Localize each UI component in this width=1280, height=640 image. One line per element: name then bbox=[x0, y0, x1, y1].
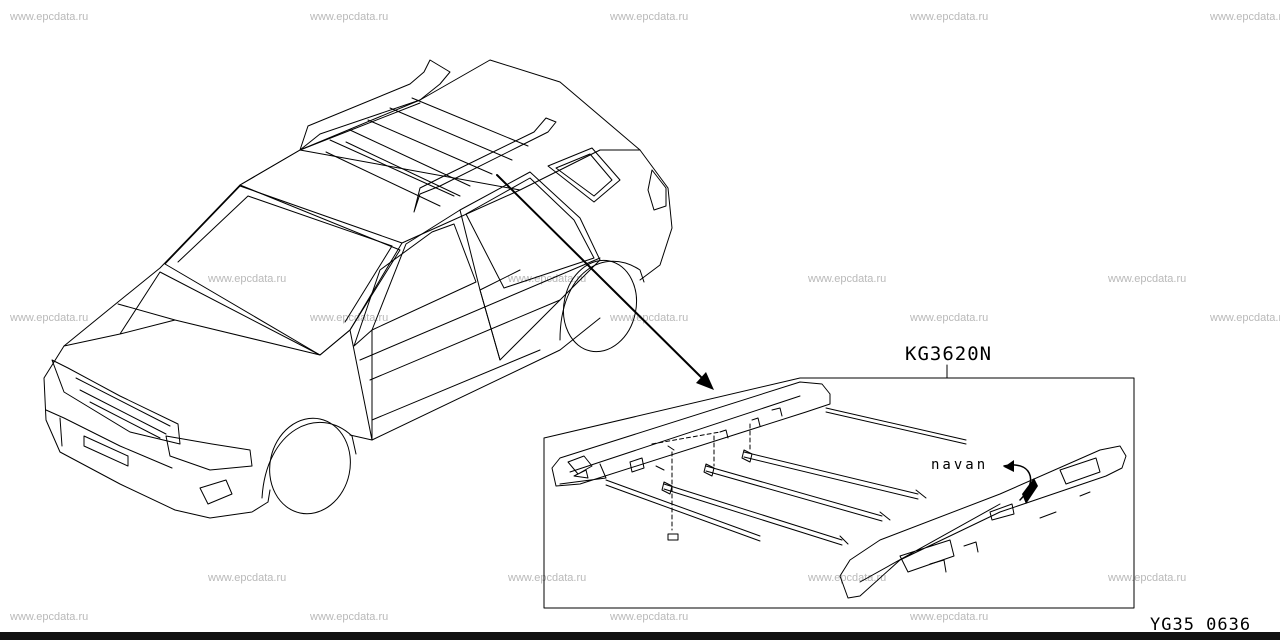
watermark: www.epcdata.ru bbox=[610, 312, 689, 324]
watermark: www.epcdata.ru bbox=[10, 11, 89, 23]
headlight-left bbox=[165, 435, 253, 471]
watermark: www.epcdata.ru bbox=[910, 312, 989, 324]
watermark: www.epcdata.ru bbox=[10, 611, 89, 623]
watermark: www.epcdata.ru bbox=[208, 572, 287, 584]
roof-rack-on-vehicle bbox=[299, 59, 557, 213]
crossbar-3 bbox=[705, 465, 891, 522]
part-code-label: KG3620N bbox=[905, 343, 993, 365]
rear-door bbox=[459, 171, 601, 361]
taillight bbox=[647, 169, 667, 211]
crossbar-1 bbox=[825, 407, 967, 445]
watermark: www.epcdata.ru bbox=[610, 611, 689, 623]
watermark: www.epcdata.ru bbox=[610, 11, 689, 23]
rail-clips bbox=[629, 407, 783, 473]
side-rail-left bbox=[551, 381, 831, 487]
figure-id: YG35 0636 bbox=[1150, 615, 1252, 635]
vehicle-illustration bbox=[43, 59, 673, 519]
watermark: www.epcdata.ru bbox=[310, 312, 389, 324]
front-door bbox=[349, 209, 501, 441]
bolt-icon bbox=[655, 445, 679, 541]
crossbar-5 bbox=[605, 479, 761, 542]
rail-end-cap bbox=[567, 455, 593, 479]
body-side-line bbox=[359, 257, 601, 421]
orientation-note: navan bbox=[931, 457, 989, 473]
rear-wheel-arch bbox=[559, 260, 645, 341]
bottom-border bbox=[0, 632, 1280, 640]
watermark: www.epcdata.ru bbox=[1108, 572, 1187, 584]
side-rail-right bbox=[839, 445, 1127, 599]
rear-window-icon bbox=[465, 177, 595, 289]
front-window-icon bbox=[353, 223, 477, 347]
roof-rack-kit-illustration bbox=[551, 381, 1127, 599]
crossbar-4 bbox=[663, 483, 849, 546]
watermark: www.epcdata.ru bbox=[1210, 11, 1280, 23]
watermark: www.epcdata.ru bbox=[1210, 312, 1280, 324]
leader-lines bbox=[651, 423, 751, 531]
vehicle-body-outline bbox=[43, 59, 673, 519]
watermark: www.epcdata.ru bbox=[10, 312, 89, 324]
callout-arrow bbox=[496, 174, 714, 390]
watermark: www.epcdata.ru bbox=[208, 273, 287, 285]
rail-clips-right bbox=[929, 491, 1091, 573]
watermark: www.epcdata.ru bbox=[310, 611, 389, 623]
crossbar-end-caps bbox=[661, 449, 753, 495]
rail-bracket bbox=[989, 503, 1015, 521]
watermark: www.epcdata.ru bbox=[508, 572, 587, 584]
watermark: www.epcdata.ru bbox=[1108, 273, 1187, 285]
watermark: www.epcdata.ru bbox=[808, 273, 887, 285]
watermark: www.epcdata.ru bbox=[310, 11, 389, 23]
crossbar-2 bbox=[743, 451, 927, 500]
front-wheel-arch bbox=[261, 421, 357, 499]
quarter-window-icon bbox=[547, 147, 621, 203]
front-grille bbox=[45, 359, 181, 469]
fog-light bbox=[199, 479, 233, 505]
front-wheel-icon bbox=[269, 417, 351, 515]
windshield-icon bbox=[164, 185, 403, 356]
roof bbox=[239, 102, 641, 244]
watermark: www.epcdata.ru bbox=[910, 11, 989, 23]
watermark: www.epcdata.ru bbox=[808, 572, 887, 584]
watermark: www.epcdata.ru bbox=[910, 611, 989, 623]
detail-box bbox=[543, 364, 1135, 609]
watermark: www.epcdata.ru bbox=[508, 273, 587, 285]
